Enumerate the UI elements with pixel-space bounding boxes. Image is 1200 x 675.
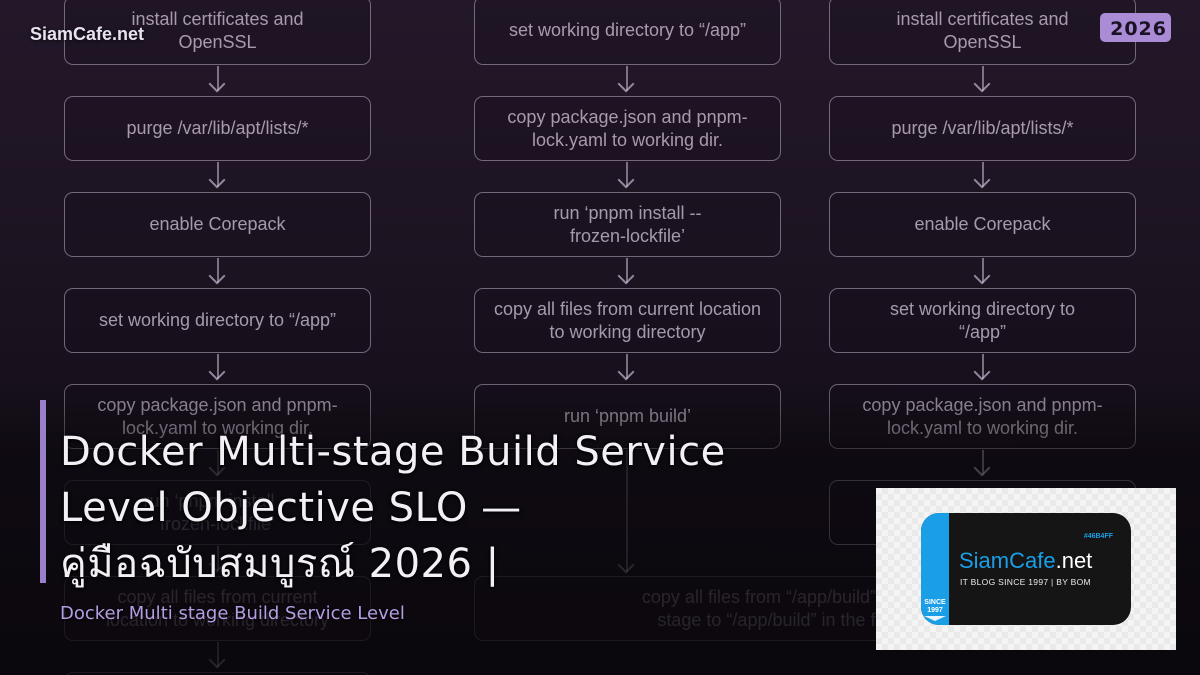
logo-name-accent: SiamCafe xyxy=(959,548,1056,573)
logo-since-label: SINCE xyxy=(924,599,946,606)
title-accent-bar xyxy=(40,400,46,583)
logo-since: SINCE 1997 xyxy=(921,599,949,615)
flow-step-text: enable Corepack xyxy=(149,214,286,234)
page-title: Docker Multi-stage Build Service Level O… xyxy=(60,424,800,592)
chevron-down-icon xyxy=(924,616,946,621)
flow-step-left-2: purge /var/lib/apt/lists/* xyxy=(64,96,371,161)
flow-step-text: set working directory to “/app” xyxy=(508,20,747,40)
flow-step-right-1: install certificates and OpenSSL xyxy=(829,0,1136,65)
flow-step-text: install certificates and OpenSSL xyxy=(896,8,1069,52)
flow-step-center-1: set working directory to “/app” xyxy=(474,0,781,65)
logo-name-rest: .net xyxy=(1055,548,1093,573)
arrow-down-icon xyxy=(626,258,628,283)
flow-step-text: set working directory to “/app” xyxy=(889,298,1076,342)
flow-step-text: copy package.json and pnpm-lock.yaml to … xyxy=(862,394,1103,438)
arrow-down-icon xyxy=(217,66,219,91)
flow-step-text: purge /var/lib/apt/lists/* xyxy=(891,118,1074,138)
year-badge: 2026 xyxy=(1100,13,1171,42)
logo-stripe: SINCE 1997 xyxy=(921,513,949,625)
flow-step-right-2: purge /var/lib/apt/lists/* xyxy=(829,96,1136,161)
flow-step-left-1: install certificates and OpenSSL xyxy=(64,0,371,65)
logo-hex-label: #46B4FF xyxy=(1083,533,1113,540)
title-line-1: Docker Multi-stage Build Service xyxy=(60,429,726,475)
flow-step-center-2: copy package.json and pnpm-lock.yaml to … xyxy=(474,96,781,161)
logo-tagline: IT BLOG SINCE 1997 | BY BOM xyxy=(960,577,1091,587)
arrow-down-icon xyxy=(982,258,984,283)
site-brand[interactable]: SiamCafe.net xyxy=(30,24,145,44)
arrow-down-icon xyxy=(982,450,984,475)
title-line-3: คู่มือฉบับสมบูรณ์ 2026 | xyxy=(60,541,500,587)
flow-step-center-4: copy all files from current location to … xyxy=(474,288,781,353)
flow-step-text: enable Corepack xyxy=(914,214,1051,234)
logo-name: SiamCafe.net xyxy=(959,548,1092,574)
flow-step-right-5: copy package.json and pnpm-lock.yaml to … xyxy=(829,384,1136,449)
arrow-down-icon xyxy=(217,162,219,187)
flow-step-text: set working directory to “/app” xyxy=(98,310,337,330)
flow-step-text: copy package.json and pnpm-lock.yaml to … xyxy=(507,106,748,150)
flow-step-text: run ‘pnpm install --frozen-lockfile’ xyxy=(553,202,702,246)
siamcafe-logo[interactable]: SINCE 1997 #46B4FF SiamCafe.net IT BLOG … xyxy=(876,488,1176,650)
logo-since-year: 1997 xyxy=(927,607,943,614)
arrow-down-icon xyxy=(217,354,219,379)
flow-step-text: copy all files from current location to … xyxy=(493,298,762,342)
arrow-down-icon xyxy=(626,162,628,187)
arrow-down-icon xyxy=(626,66,628,91)
flow-step-left-3: enable Corepack xyxy=(64,192,371,257)
page-subtitle: Docker Multi stage Build Service Level xyxy=(60,603,405,624)
arrow-down-icon xyxy=(982,354,984,379)
arrow-down-icon xyxy=(982,162,984,187)
arrow-down-icon xyxy=(982,66,984,91)
flow-step-right-3: enable Corepack xyxy=(829,192,1136,257)
arrow-down-icon xyxy=(626,354,628,379)
arrow-down-icon xyxy=(217,642,219,667)
flow-step-text: install certificates and OpenSSL xyxy=(131,8,304,52)
title-line-2: Level Objective SLO — xyxy=(60,485,522,531)
flow-step-text: purge /var/lib/apt/lists/* xyxy=(126,118,309,138)
flow-step-right-4: set working directory to “/app” xyxy=(829,288,1136,353)
logo-badge: SINCE 1997 #46B4FF SiamCafe.net IT BLOG … xyxy=(921,513,1131,625)
flow-step-center-3: run ‘pnpm install --frozen-lockfile’ xyxy=(474,192,781,257)
flow-step-left-4: set working directory to “/app” xyxy=(64,288,371,353)
arrow-down-icon xyxy=(217,258,219,283)
